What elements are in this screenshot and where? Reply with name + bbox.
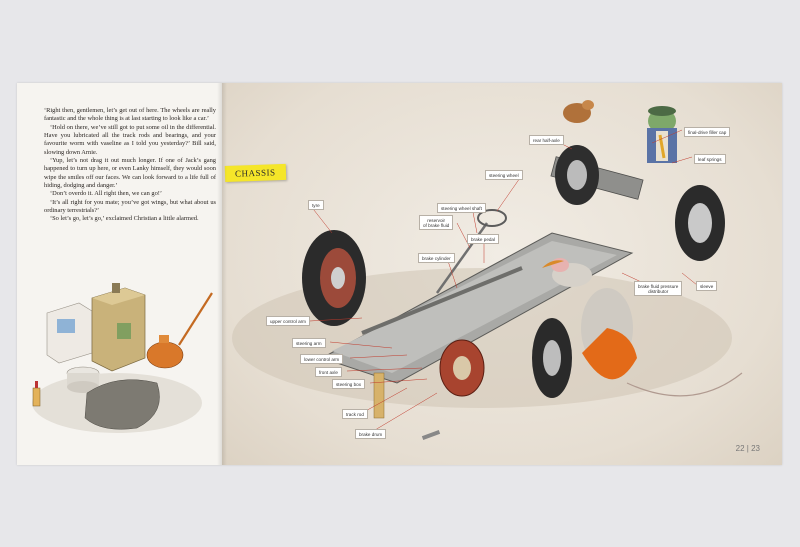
label-rear-half-axle: rear half-axle <box>529 135 564 146</box>
label-steering-box: steering box <box>332 379 366 390</box>
book-gutter <box>217 83 227 465</box>
label-brake-drum: brake drum <box>355 429 387 440</box>
label-steering-wheel: steering wheel <box>485 170 523 181</box>
label-lower-control-arm: lower control arm <box>300 354 344 365</box>
left-page: ‘Right then, gentlemen, let’s get out of… <box>17 83 222 465</box>
story-paragraph: ‘So let’s go, let’s go,’ exclaimed Chris… <box>50 215 199 223</box>
label-leaf-springs: leaf springs <box>694 154 726 165</box>
story-paragraph: ‘Yup, let’s not drag it out much longer.… <box>44 157 216 190</box>
story-paragraph: ‘Hold on there, we’ve still got to put s… <box>44 123 216 156</box>
story-paragraph: ‘It’s all right for you mate; you’ve got… <box>44 198 216 215</box>
label-reservoir-brake-fluid: reservoir of brake fluid <box>419 215 454 231</box>
story-text: ‘Right then, gentlemen, let’s get out of… <box>44 107 216 224</box>
book-spread: ‘Right then, gentlemen, let’s get out of… <box>17 83 782 465</box>
story-paragraph: ‘Right then, gentlemen, let’s get out of… <box>44 107 216 123</box>
chassis-title: CHASSIS <box>224 163 286 183</box>
label-track-rod: track rod <box>342 409 368 420</box>
label-brake-pedal: brake pedal <box>467 234 500 245</box>
label-sleeve: sleeve <box>696 281 718 292</box>
label-steering-arm: steering arm <box>292 338 326 349</box>
page-numbers: 22 | 23 <box>735 444 760 453</box>
story-paragraph: ‘Don’t overdo it. All right then, we can… <box>50 190 163 198</box>
chassis-illustration <box>232 100 743 440</box>
oil-cans-illustration <box>32 283 213 433</box>
label-upper-control-arm: upper control arm <box>266 316 311 327</box>
label-final-drive-filler-cap: final-drive filler cap <box>684 127 731 138</box>
label-brake-cylinder: brake cylinder <box>418 253 455 264</box>
right-page: CHASSIS rear half-axle final-drive fille… <box>222 83 782 465</box>
label-steering-wheel-shaft: steering wheel shaft <box>437 203 486 214</box>
label-front-axle: front axle <box>315 367 342 378</box>
label-brake-fluid-pressure-distributor: brake fluid pressure distributor <box>634 281 683 297</box>
label-tyre: tyre <box>308 200 324 211</box>
